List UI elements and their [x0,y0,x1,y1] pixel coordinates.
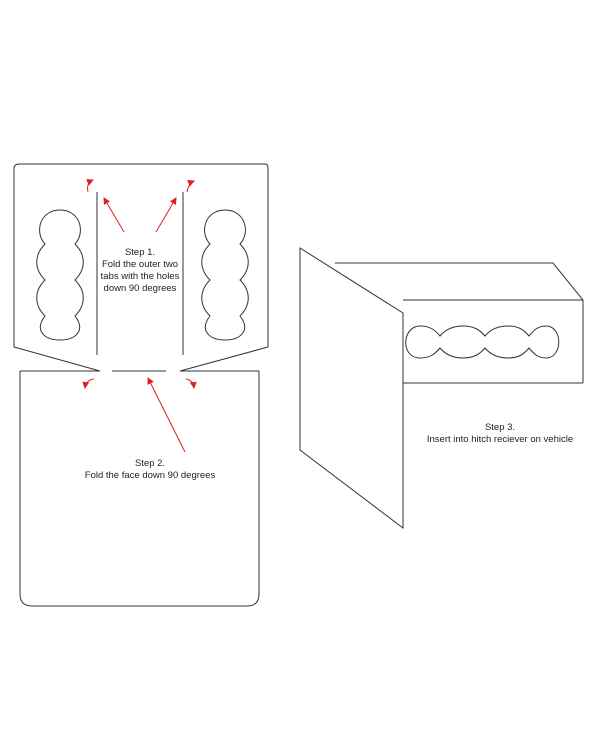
front-plate [299,247,404,530]
right-tab-holes [201,209,249,341]
fold-arrows [82,179,197,453]
curl-arrow-bottom-left [82,378,95,389]
face-panel-outline [19,371,260,607]
step1-instructions: Step 1. Fold the outer two tabs with the… [90,247,190,295]
step1-line: down 90 degrees [103,283,177,294]
step1-title: Step 1. [124,247,156,258]
flat-template [13,163,269,607]
left-tab-holes [36,209,84,341]
curl-arrow-bottom-right [185,378,197,389]
step3-line: Insert into hitch reciever on vehicle [426,434,574,445]
step1-line: tabs with the holes [100,271,180,282]
step3-instructions: Step 3. Insert into hitch reciever on ve… [410,422,590,446]
curl-arrow-top-right [186,179,195,193]
box-body [335,262,584,384]
arrow-to-right-fold [155,197,177,233]
step2-instructions: Step 2. Fold the face down 90 degrees [60,458,240,482]
step2-line: Fold the face down 90 degrees [84,470,216,481]
step3-title: Step 3. [484,422,516,433]
side-holes [405,325,560,359]
curl-arrow-top-left [86,179,94,193]
arrow-to-center-fold [147,377,186,453]
arrow-to-left-fold [103,197,125,233]
step1-line: Fold the outer two [101,259,179,270]
top-panel-outline [13,163,269,372]
step2-title: Step 2. [134,458,166,469]
assembled-view [299,247,584,530]
